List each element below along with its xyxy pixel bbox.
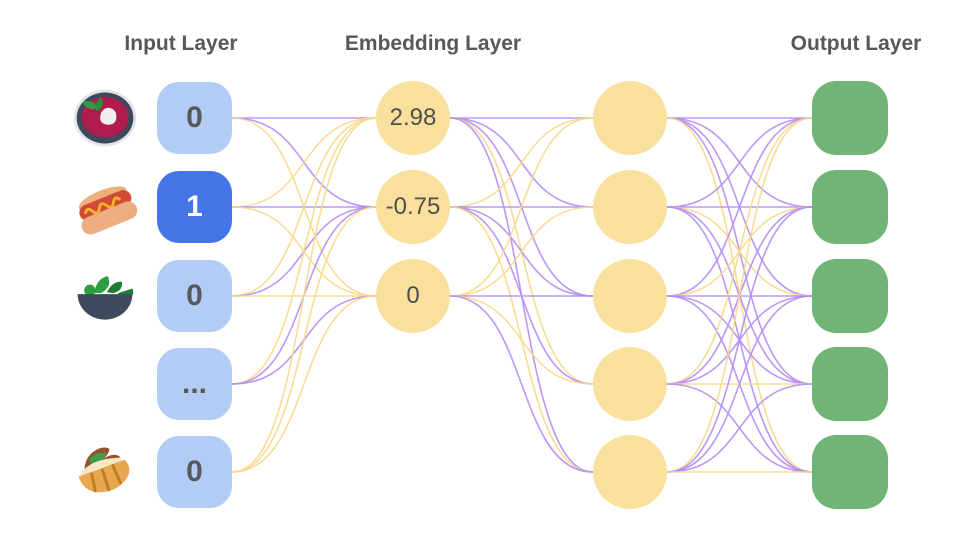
edge	[231, 295, 377, 473]
embedding-value: 0	[406, 282, 420, 309]
input-node: 0	[157, 82, 232, 154]
edge	[666, 117, 813, 208]
input-node: 0	[157, 436, 232, 508]
output-node	[812, 170, 888, 244]
hidden-node	[593, 170, 667, 244]
edge	[666, 206, 813, 473]
edge	[666, 383, 813, 473]
edge	[231, 117, 377, 297]
edge	[231, 117, 377, 473]
edge	[666, 117, 813, 385]
embedding-value: -0.75	[385, 193, 441, 220]
edge	[449, 117, 594, 208]
hidden-node	[593, 435, 667, 509]
hidden-node	[593, 259, 667, 333]
embedding-layer-title: Embedding Layer	[344, 32, 522, 55]
edge	[449, 206, 594, 297]
output-node	[812, 81, 888, 155]
embedding-node: 0	[376, 259, 450, 333]
embedding-node: 2.98	[376, 81, 450, 155]
embedding-value: 2.98	[389, 104, 437, 131]
salad-icon	[71, 262, 139, 330]
pita-icon	[71, 438, 139, 506]
input-layer-title: Input Layer	[124, 32, 238, 55]
hidden-node	[593, 347, 667, 421]
edge	[231, 117, 377, 385]
input-node: 1	[157, 171, 232, 243]
edge	[449, 117, 594, 297]
edge	[666, 295, 813, 473]
input-node: ...	[157, 348, 232, 420]
edge	[449, 295, 594, 473]
input-value: ...	[181, 367, 207, 400]
edge	[666, 117, 813, 473]
hotdog-icon	[71, 173, 139, 241]
edge	[449, 295, 594, 385]
output-layer-title: Output Layer	[790, 32, 922, 55]
edge	[231, 117, 377, 208]
edge	[666, 117, 813, 297]
edge	[231, 206, 377, 473]
borscht-icon	[71, 84, 139, 152]
output-node	[812, 347, 888, 421]
output-node	[812, 435, 888, 509]
embedding-node: -0.75	[376, 170, 450, 244]
input-node: 0	[157, 260, 232, 332]
input-value: 1	[186, 190, 203, 223]
output-node	[812, 259, 888, 333]
input-value: 0	[186, 455, 203, 488]
input-value: 0	[186, 101, 203, 134]
hidden-node	[593, 81, 667, 155]
input-value: 0	[186, 279, 203, 312]
